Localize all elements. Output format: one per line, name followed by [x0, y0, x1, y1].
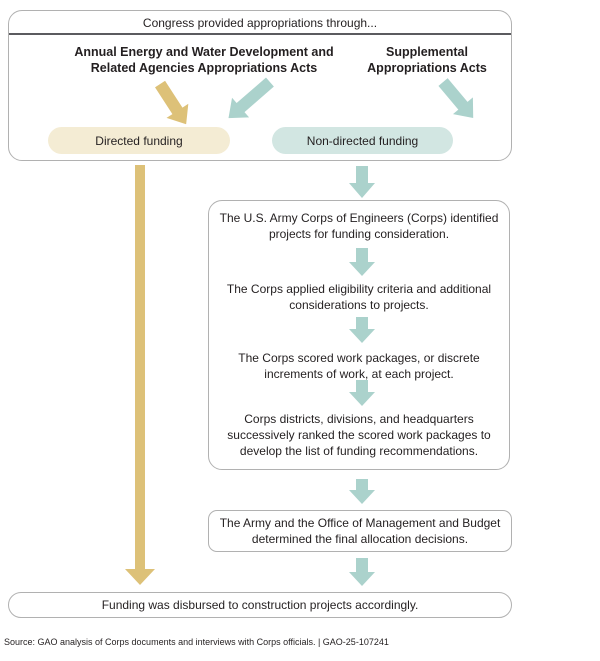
- supplemental-acts-heading: Supplemental Appropriations Acts: [337, 45, 517, 76]
- annual-acts-line2: Related Agencies Appropriations Acts: [90, 60, 318, 75]
- directed-funding-pill: Directed funding: [48, 127, 230, 154]
- step-3-line2: increments of work, at each project.: [264, 367, 454, 381]
- supplemental-acts-line2: Appropriations Acts: [367, 60, 487, 75]
- annual-acts-line1: Annual Energy and Water Development and: [74, 45, 334, 59]
- step-4-line2: successively ranked the scored work pack…: [227, 428, 491, 442]
- supplemental-acts-line1: Supplemental: [386, 45, 468, 59]
- step-2-line1: The Corps applied eligibility criteria a…: [226, 282, 492, 296]
- step-1-line1: The U.S. Army Corps of Engineers (Corps)…: [219, 211, 499, 225]
- congress-header: Congress provided appropriations through…: [142, 16, 378, 30]
- disbursement-text: Funding was disbursed to construction pr…: [101, 598, 419, 612]
- process-to-allocation-arrow-icon: [349, 479, 375, 504]
- nondirected-to-process-arrow-icon: [349, 166, 375, 198]
- allocation-box: [208, 510, 512, 552]
- step-2-line2: considerations to projects.: [289, 298, 429, 312]
- directed-funding-arrow-icon: [154, 80, 189, 125]
- step2-to-step3-arrow-icon: [349, 317, 375, 343]
- annual-to-nondirected-arrow-icon: [228, 77, 274, 119]
- supplemental-to-nondirected-arrow-icon: [438, 78, 474, 119]
- source-note: Source: GAO analysis of Corps documents …: [4, 637, 389, 647]
- process-step-3: The Corps scored work packages, or discr…: [211, 350, 507, 382]
- process-step-1: The U.S. Army Corps of Engineers (Corps)…: [211, 210, 507, 242]
- non-directed-funding-label: Non-directed funding: [306, 133, 419, 148]
- directed-funding-long-arrow-icon: [125, 165, 155, 585]
- step-3-line1: The Corps scored work packages, or discr…: [238, 351, 480, 365]
- step-1-line2: projects for funding consideration.: [268, 227, 450, 241]
- directed-funding-label: Directed funding: [95, 133, 183, 148]
- allocation-line1: The Army and the Office of Management an…: [219, 516, 501, 530]
- allocation-text: The Army and the Office of Management an…: [212, 515, 508, 547]
- step3-to-step4-arrow-icon: [349, 380, 375, 406]
- step1-to-step2-arrow-icon: [349, 248, 375, 276]
- step-4-line3: develop the list of funding recommendati…: [239, 444, 479, 458]
- annual-acts-heading: Annual Energy and Water Development and …: [64, 45, 344, 76]
- non-directed-funding-pill: Non-directed funding: [272, 127, 453, 154]
- disbursement-box: Funding was disbursed to construction pr…: [8, 592, 512, 618]
- step-4-line1: Corps districts, divisions, and headquar…: [244, 412, 474, 426]
- header-divider: [9, 33, 511, 35]
- process-step-2: The Corps applied eligibility criteria a…: [211, 281, 507, 313]
- process-step-4: Corps districts, divisions, and headquar…: [211, 411, 507, 459]
- allocation-to-disbursement-arrow-icon: [349, 558, 375, 586]
- allocation-line2: determined the final allocation decision…: [251, 532, 469, 546]
